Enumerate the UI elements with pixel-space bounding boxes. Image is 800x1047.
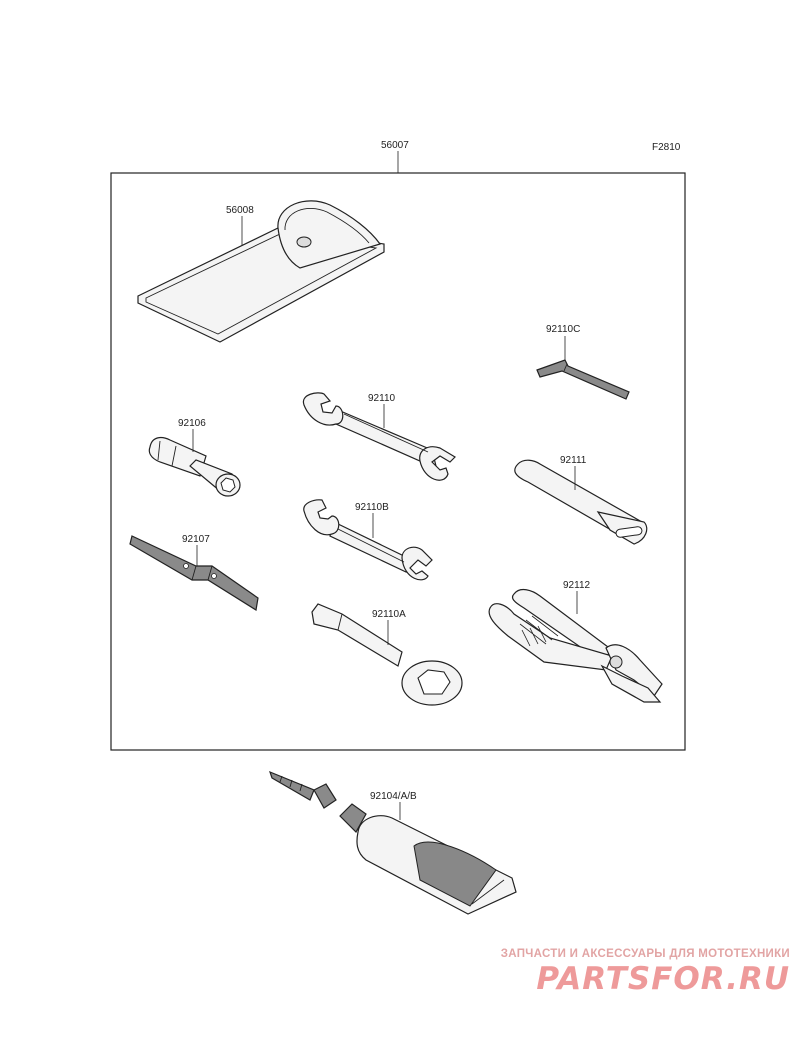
label-screwdriver: 92107 [182,534,210,545]
label-handle-bar: 92111 [560,455,587,466]
slip-joint-pliers[interactable] [488,588,663,703]
figure-code: F2810 [652,142,681,153]
screwdriver[interactable] [129,535,259,611]
label-pliers: 92112 [563,580,591,591]
watermark: ЗАПЧАСТИ И АКСЕССУАРЫ ДЛЯ МОТОТЕХНИКИ PA… [470,948,790,997]
label-wrench-small: 92110B [355,502,389,513]
label-socket: 92106 [178,418,206,429]
assembly-frame [110,172,686,751]
watermark-tagline: ЗАПЧАСТИ И АКСЕССУАРЫ ДЛЯ МОТОТЕХНИКИ [500,948,790,960]
label-sealant: 92104/A/B [370,791,417,802]
socket-handle-bar[interactable] [514,459,648,545]
hex-key[interactable] [536,359,630,400]
ring-wrench[interactable] [311,603,463,706]
tool-pouch[interactable] [137,200,385,343]
assembly-label: 56007 [381,140,409,151]
open-end-wrench[interactable] [302,392,456,481]
box-socket[interactable] [148,436,241,497]
small-open-end-wrench[interactable] [303,499,433,581]
watermark-logo: PARTSFOR.RU [536,961,790,997]
sealant-tube[interactable] [269,770,517,915]
label-pouch: 56008 [226,205,254,216]
label-hex-key: 92110C [546,324,580,335]
label-wrench-open: 92110 [368,393,396,404]
label-ring-wrench: 92110A [372,609,406,620]
